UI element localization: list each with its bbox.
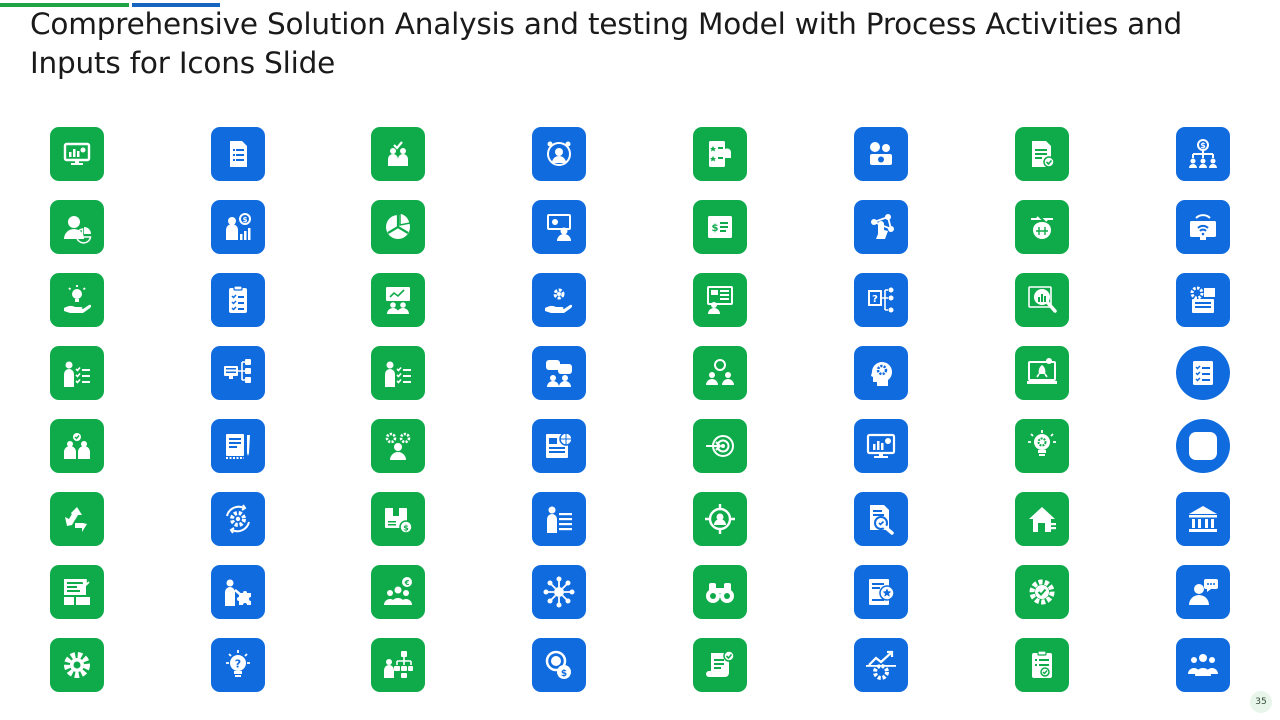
online-training-icon	[693, 273, 747, 327]
gear-document-icon	[1176, 273, 1230, 327]
bulb-question-icon: ?	[211, 638, 265, 692]
blank-square-icon	[1176, 419, 1230, 473]
document-check-icon	[1015, 127, 1069, 181]
presentation-person-icon	[532, 200, 586, 254]
person-checklist-icon	[50, 346, 104, 400]
team-euro-icon: €	[371, 565, 425, 619]
gears-person-icon	[371, 419, 425, 473]
accent-bar-blue	[132, 3, 220, 7]
person-checklist-icon	[371, 346, 425, 400]
document-search-icon	[854, 492, 908, 546]
gear-cycle-icon	[211, 492, 265, 546]
svg-text:€: €	[404, 579, 410, 587]
page-number: 35	[1250, 691, 1272, 713]
notebook-pen-icon	[211, 419, 265, 473]
bank-icon	[1176, 492, 1230, 546]
target-camera-icon	[854, 127, 908, 181]
clipboard-checklist-icon	[211, 273, 265, 327]
house-list-icon	[1015, 492, 1069, 546]
hand-network-icon	[854, 200, 908, 254]
target-user-icon	[693, 492, 747, 546]
head-gear-icon	[854, 346, 908, 400]
svg-text:?: ?	[235, 658, 241, 671]
team-approval-icon	[371, 127, 425, 181]
person-list-icon	[532, 492, 586, 546]
monitor-analytics-icon	[854, 419, 908, 473]
checklist-round-icon	[1176, 346, 1230, 400]
question-flowchart-icon: ?	[854, 273, 908, 327]
server-flowchart-icon	[211, 346, 265, 400]
svg-text:$: $	[243, 216, 248, 224]
recycle-icon	[50, 492, 104, 546]
team-discussion-icon	[693, 346, 747, 400]
hand-bulb-icon	[50, 273, 104, 327]
brain-arrows-icon	[1015, 200, 1069, 254]
scroll-check-icon	[693, 638, 747, 692]
person-idea-icon	[532, 127, 586, 181]
slide-title: Comprehensive Solution Analysis and test…	[30, 7, 1183, 80]
user-pie-icon	[50, 200, 104, 254]
target-arrow-icon	[693, 419, 747, 473]
svg-text:$: $	[403, 524, 409, 533]
laptop-rocket-icon	[1015, 346, 1069, 400]
magnifier-chart-icon	[1015, 273, 1069, 327]
newspaper-globe-icon	[532, 419, 586, 473]
team-group-icon	[1176, 638, 1230, 692]
bulb-gear-icon	[1015, 419, 1069, 473]
svg-text:$: $	[712, 223, 719, 234]
pie-segments-icon	[371, 200, 425, 254]
dollar-hierarchy-icon: $	[1176, 127, 1230, 181]
monitor-chart-icon	[50, 127, 104, 181]
person-hierarchy-icon	[371, 638, 425, 692]
hand-gear-icon	[532, 273, 586, 327]
dollar-board-icon: $	[693, 200, 747, 254]
chat-team-icon	[532, 346, 586, 400]
document-list-icon	[211, 127, 265, 181]
svg-text:$: $	[561, 669, 567, 679]
dollar-box-icon: $	[371, 492, 425, 546]
clipboard-check-icon	[1015, 638, 1069, 692]
svg-text:?: ?	[872, 294, 878, 305]
svg-text:$: $	[1200, 141, 1206, 150]
document-star-icon	[854, 565, 908, 619]
wifi-monitor-icon	[1176, 200, 1230, 254]
rating-checklist-icon	[693, 127, 747, 181]
gear-icon	[50, 638, 104, 692]
gear-check-icon	[1015, 565, 1069, 619]
magnifier-dollar-icon: $	[532, 638, 586, 692]
person-puzzle-icon	[211, 565, 265, 619]
businessman-growth-icon: $	[211, 200, 265, 254]
accent-bar-green	[0, 3, 129, 7]
user-chat-icon	[1176, 565, 1230, 619]
binoculars-icon	[693, 565, 747, 619]
gear-growth-icon	[854, 638, 908, 692]
team-check-icon	[50, 419, 104, 473]
meeting-board-icon	[371, 273, 425, 327]
dashboard-report-icon	[50, 565, 104, 619]
network-hub-icon	[532, 565, 586, 619]
